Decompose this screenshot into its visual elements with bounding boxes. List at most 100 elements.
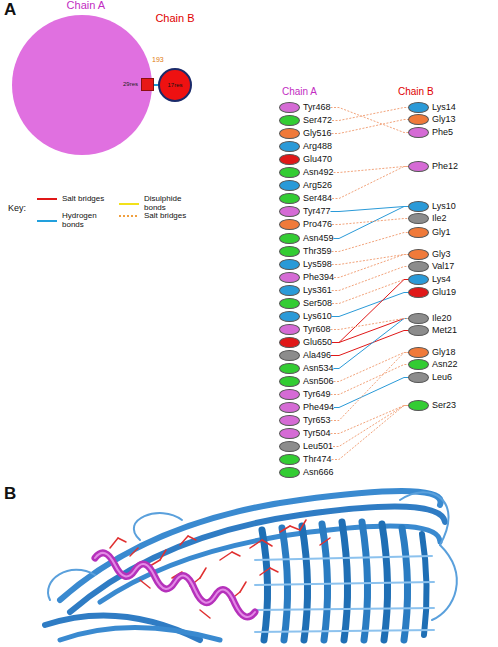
residue: Arg526 bbox=[279, 180, 332, 191]
residue-oval bbox=[279, 402, 300, 413]
residue-label: Asn506 bbox=[303, 376, 334, 387]
residue-label: Tyr504 bbox=[303, 428, 331, 439]
residue-oval bbox=[408, 274, 429, 285]
residue-oval bbox=[279, 467, 300, 478]
legend-line bbox=[37, 198, 57, 200]
residue-label: Tyr477 bbox=[303, 206, 331, 217]
interaction-line bbox=[332, 108, 408, 121]
residue-label: Arg488 bbox=[303, 141, 332, 152]
residue: Arg488 bbox=[279, 141, 332, 152]
residue-label: Asn459 bbox=[303, 233, 334, 244]
interaction-line bbox=[331, 108, 409, 133]
residue: Asn534 bbox=[279, 363, 334, 374]
structure-stroke bbox=[232, 552, 240, 556]
residue: Phe494 bbox=[279, 402, 334, 413]
legend-line bbox=[119, 215, 139, 217]
residue: Ser484 bbox=[279, 193, 332, 204]
side-chains bbox=[110, 520, 330, 618]
structure-stroke bbox=[290, 526, 300, 530]
residue: Tyr468 bbox=[279, 102, 331, 113]
residue-label: Ser508 bbox=[303, 298, 332, 309]
structure-stroke bbox=[400, 492, 449, 545]
residue-label: Lys598 bbox=[303, 259, 332, 270]
legend-line bbox=[37, 220, 57, 222]
structure-stroke bbox=[240, 582, 246, 592]
residue: Thr359 bbox=[279, 246, 332, 257]
residue-oval bbox=[408, 201, 429, 212]
residue-oval bbox=[279, 363, 300, 374]
residue: Phe12 bbox=[408, 161, 458, 172]
interaction-line bbox=[334, 378, 408, 408]
chain-circle: Chain A29res bbox=[12, 15, 152, 155]
legend-entry: Hydrogen bonds bbox=[36, 212, 108, 230]
residue: Thr474 bbox=[279, 454, 332, 465]
structure-stroke bbox=[250, 540, 262, 548]
interaction-line bbox=[332, 167, 408, 199]
residue-oval bbox=[408, 287, 429, 298]
interaction-line bbox=[331, 207, 409, 212]
residue-oval bbox=[279, 128, 300, 139]
residue: Phe5 bbox=[408, 127, 453, 138]
beta-barrel bbox=[45, 491, 457, 640]
residue-label: Gly13 bbox=[432, 114, 456, 125]
legend-label: Salt bridges bbox=[144, 212, 190, 221]
interaction-line bbox=[332, 255, 408, 265]
residue-oval bbox=[408, 102, 429, 113]
residue-oval bbox=[279, 337, 300, 348]
residue-label: Val17 bbox=[432, 261, 454, 272]
structure-stroke bbox=[255, 556, 432, 560]
residue-label: Tyr608 bbox=[303, 324, 331, 335]
residue-label: Ile2 bbox=[432, 213, 447, 224]
panel-label: A bbox=[4, 0, 16, 20]
residue-label: Thr359 bbox=[303, 246, 332, 257]
residue: Tyr608 bbox=[279, 324, 331, 335]
residue-oval bbox=[279, 193, 300, 204]
residue: Gly3 bbox=[408, 249, 451, 260]
residue-label: Gly1 bbox=[432, 227, 451, 238]
interaction-line bbox=[332, 280, 408, 304]
residue: Ile20 bbox=[408, 313, 452, 324]
structure-stroke bbox=[200, 610, 210, 618]
structure-stroke bbox=[270, 568, 278, 572]
residue-label: Lys610 bbox=[303, 311, 332, 322]
residue-label: Phe394 bbox=[303, 272, 334, 283]
residue-oval bbox=[279, 233, 300, 244]
residue-label: Lys14 bbox=[432, 102, 456, 113]
interaction-line bbox=[331, 331, 408, 356]
interaction-line bbox=[332, 406, 409, 460]
residue-oval bbox=[279, 180, 300, 191]
residue-oval bbox=[279, 167, 300, 178]
structure-stroke bbox=[48, 570, 95, 600]
residue-label: Gly516 bbox=[303, 128, 332, 139]
structure-stroke bbox=[118, 538, 126, 542]
residue-label: Ser484 bbox=[303, 193, 332, 204]
residue: Glu19 bbox=[408, 287, 456, 298]
residue: Ile2 bbox=[408, 213, 447, 224]
residue: Lys10 bbox=[408, 201, 456, 212]
structure-stroke bbox=[342, 522, 348, 640]
legend-sample bbox=[118, 213, 140, 219]
residue: Gly1 bbox=[408, 227, 451, 238]
residue: Leu501 bbox=[279, 441, 333, 452]
legend-label: Hydrogen bonds bbox=[62, 212, 108, 230]
residue-label: Ser23 bbox=[432, 400, 456, 411]
alpha-helix bbox=[95, 553, 255, 617]
structure-stroke bbox=[260, 568, 270, 575]
legend-sample bbox=[36, 218, 58, 224]
structure-stroke bbox=[362, 522, 368, 640]
residue: Glu650 bbox=[279, 337, 332, 348]
interaction-line bbox=[332, 219, 408, 225]
residue: Lys610 bbox=[279, 311, 332, 322]
edge-label: 193 bbox=[151, 56, 165, 63]
residue-oval bbox=[279, 441, 300, 452]
residue: Asn492 bbox=[279, 167, 334, 178]
panel-label: Key: bbox=[8, 203, 26, 213]
interaction-line bbox=[331, 365, 409, 395]
residue-label: Glu650 bbox=[303, 337, 332, 348]
interface-square bbox=[141, 78, 154, 91]
residue-label: Leu6 bbox=[432, 372, 452, 383]
structure-stroke bbox=[188, 536, 196, 540]
residue: Tyr653 bbox=[279, 415, 331, 426]
residue: Ser472 bbox=[279, 115, 332, 126]
residue-oval bbox=[279, 154, 300, 165]
